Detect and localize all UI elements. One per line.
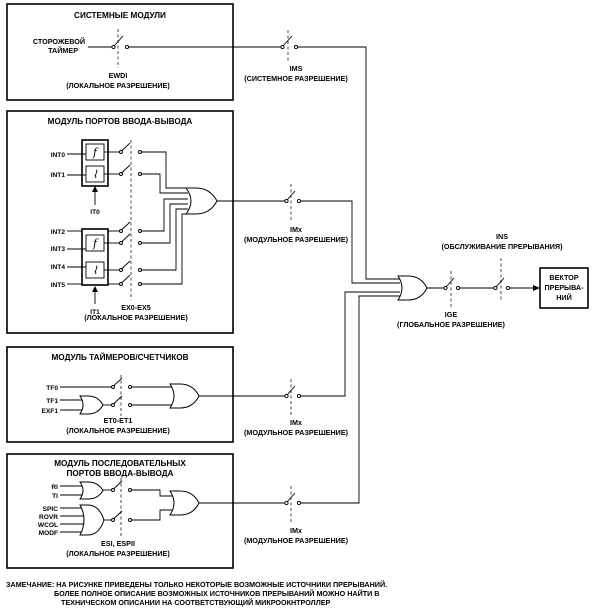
system-module-frame (6, 3, 234, 101)
ewdi-desc: (ЛОКАЛЬНОЕ РАЗРЕШЕНИЕ) (66, 81, 170, 90)
ims-switch (282, 35, 293, 47)
input-int5: INT5 (51, 282, 66, 289)
global-section: IGE (ГЛОБАЛЬНОЕ РАЗРЕШЕНИЕ) INS (ОБСЛУЖИ… (397, 232, 589, 329)
input-modf: MODF (39, 530, 58, 537)
io-or-gate (184, 187, 218, 215)
vector-line2: ПРЕРЫВА- (544, 283, 584, 292)
timers-module-title: МОДУЛЬ ТАЙМЕРОВ/СЧЕТЧИКОВ (51, 351, 188, 362)
imx-io-label: IMx (290, 225, 302, 234)
imx-timers-label: IMx (290, 418, 302, 427)
et-desc: (ЛОКАЛЬНОЕ РАЗРЕШЕНИЕ) (66, 426, 170, 435)
input-tf1: TF1 (46, 398, 58, 405)
ige-switch (445, 277, 455, 288)
vector-line1: ВЕКТОР (549, 273, 578, 282)
input-ti: TI (52, 493, 58, 500)
ims-label: IMS (290, 64, 303, 73)
ims-desc: (СИСТЕМНОЕ РАЗРЕШЕНИЕ) (244, 74, 348, 83)
imx-io-desc: (МОДУЛЬНОЕ РАЗРЕШЕНИЕ) (244, 235, 349, 244)
ex-switches (119, 142, 142, 286)
note-line2: БОЛЕЕ ПОЛНОЕ ОПИСАНИЕ ВОЗМОЖНЫХ ИСТОЧНИК… (54, 589, 380, 598)
input-ri: RI (51, 484, 58, 491)
input-wcol: WCOL (38, 522, 58, 529)
ige-label: IGE (445, 310, 458, 319)
input-exf1: EXF1 (42, 408, 59, 415)
imx-io-switch-group: IMx (МОДУЛЬНОЕ РАЗРЕШЕНИЕ) (244, 184, 400, 284)
footnote: ЗАМЕЧАНИЕ: НА РИСУНКЕ ПРИВЕДЕНЫ ТОЛЬКО Н… (6, 580, 387, 607)
io-module-frame (6, 110, 234, 334)
input-rovr: ROVR (39, 514, 58, 521)
ige-desc: (ГЛОБАЛЬНОЕ РАЗРЕШЕНИЕ) (397, 320, 505, 329)
ins-label: INS (496, 232, 508, 241)
input-int0: INT0 (51, 152, 66, 159)
imx-timers-desc: (МОДУЛЬНОЕ РАЗРЕШЕНИЕ) (244, 428, 349, 437)
ewdi-label: EWDI (109, 71, 128, 80)
imx-serial-desc: (МОДУЛЬНОЕ РАЗРЕШЕНИЕ) (244, 536, 349, 545)
io-module: МОДУЛЬ ПОРТОВ ВВОДА-ВЫВОДА INT0 INT1 INT… (6, 110, 285, 334)
timers-module-frame (6, 346, 234, 443)
esi-label: ESI, ESPII (101, 539, 135, 548)
input-tf0: TF0 (46, 385, 58, 392)
timers-or-gate-small (79, 395, 104, 415)
serial-module: МОДУЛЬ ПОСЛЕДОВАТЕЛЬНЫХ ПОРТОВ ВВОДА-ВЫВ… (6, 453, 285, 569)
global-or-gate (397, 275, 428, 301)
ins-switch (495, 277, 505, 288)
et-label: ET0-ET1 (104, 416, 133, 425)
svg-text:⌇: ⌇ (92, 168, 98, 181)
svg-text:⌇: ⌇ (92, 264, 98, 277)
it1-label: IT1 (90, 309, 100, 316)
input-int2: INT2 (51, 229, 66, 236)
it0-label: IT0 (90, 209, 100, 216)
ex-desc: (ЛОКАЛЬНОЕ РАЗРЕШЕНИЕ) (84, 313, 188, 322)
timers-or-gate (169, 383, 200, 409)
system-module: СИСТЕМНЫЕ МОДУЛИ СТОРОЖЕВОЙ ТАЙМЕР EWDI … (6, 3, 281, 101)
input-int3: INT3 (51, 246, 66, 253)
watchdog-label-line1: СТОРОЖЕВОЙ (33, 37, 85, 46)
edge-select-block-lower (81, 228, 109, 286)
svg-text:f: f (92, 146, 99, 159)
arrow-right-icon (533, 285, 540, 291)
note-line1: ЗАМЕЧАНИЕ: НА РИСУНКЕ ПРИВЕДЕНЫ ТОЛЬКО Н… (6, 580, 387, 589)
serial-or-gate (169, 490, 200, 516)
input-int1: INT1 (51, 172, 66, 179)
input-int4: INT4 (51, 264, 66, 271)
system-module-title: СИСТЕМНЫЕ МОДУЛИ (74, 11, 166, 20)
ins-desc: (ОБСЛУЖИВАНИЕ ПРЕРЫВАНИЯ) (442, 242, 564, 251)
watchdog-label-line2: ТАЙМЕР (48, 46, 78, 55)
imx-serial-switch-group: IMx (МОДУЛЬНОЕ РАЗРЕШЕНИЕ) (244, 295, 400, 545)
serial-or-gate-b (79, 504, 105, 536)
serial-module-title-1: МОДУЛЬ ПОСЛЕДОВАТЕЛЬНЫХ (54, 459, 186, 468)
imx-timers-switch-group: IMx (МОДУЛЬНОЕ РАЗРЕШЕНИЕ) (244, 291, 400, 437)
timers-module: МОДУЛЬ ТАЙМЕРОВ/СЧЕТЧИКОВ TF0 TF1 EXF1 E… (6, 346, 285, 443)
ewdi-switch (113, 35, 124, 47)
ims-switch-group: IMS (СИСТЕМНОЕ РАЗРЕШЕНИЕ) (244, 30, 400, 280)
input-spic: SPIC (43, 506, 59, 513)
vector-line3: НИЙ (556, 293, 572, 302)
interrupt-vector-box (539, 267, 589, 309)
serial-or-gate-a (79, 481, 104, 500)
svg-text:f: f (92, 237, 99, 250)
serial-module-frame (6, 453, 234, 569)
ex-label: EX0-EX5 (121, 303, 151, 312)
esi-desc: (ЛОКАЛЬНОЕ РАЗРЕШЕНИЕ) (66, 549, 170, 558)
serial-module-title-2: ПОРТОВ ВВОДА-ВЫВОДА (67, 469, 174, 478)
note-line3: ТЕХНИЧЕСКОМ ОПИСАНИИ НА СООТВЕТСТВУЮЩИЙ … (61, 598, 331, 607)
imx-serial-label: IMx (290, 526, 302, 535)
io-module-title: МОДУЛЬ ПОРТОВ ВВОДА-ВЫВОДА (48, 117, 193, 126)
